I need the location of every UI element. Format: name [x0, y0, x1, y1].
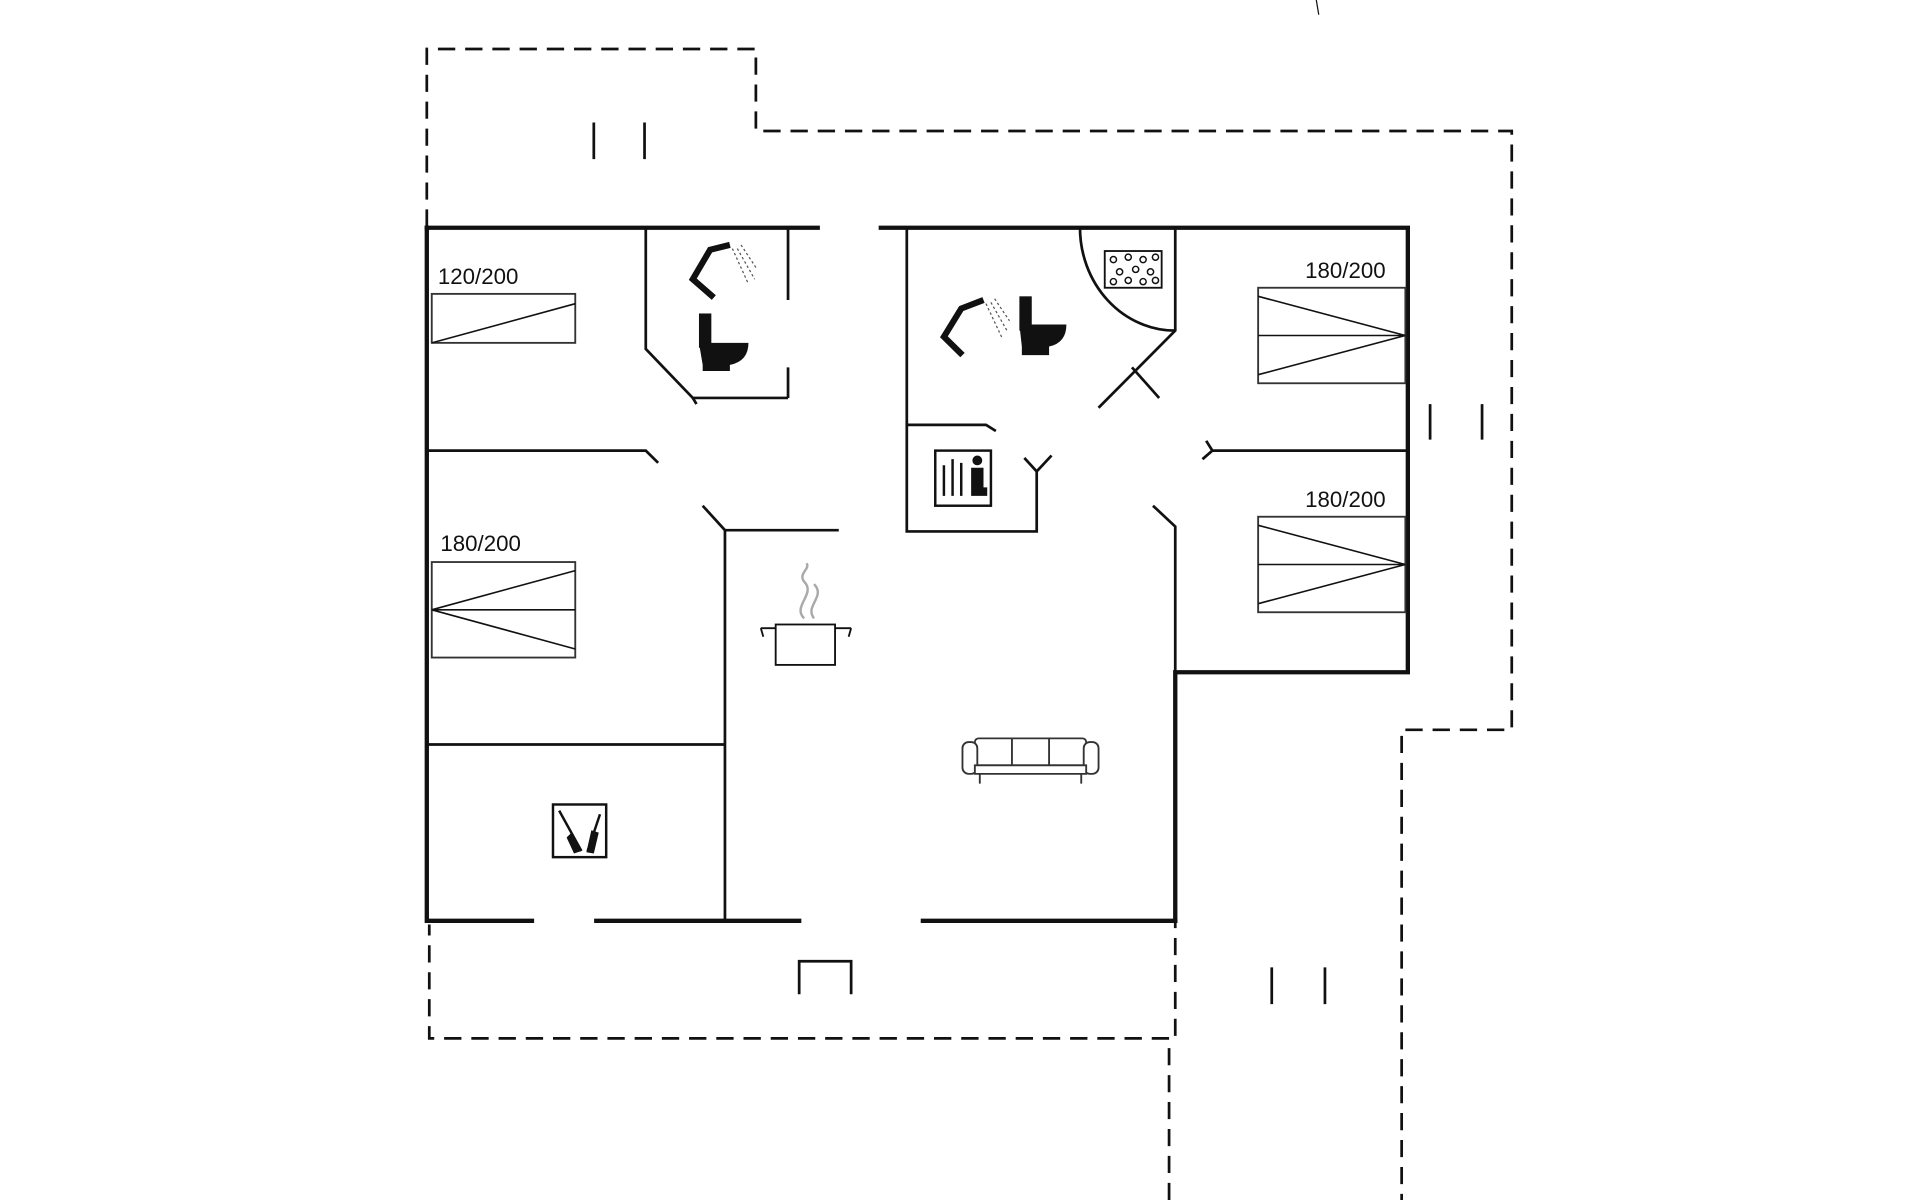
cooking-pot-icon	[759, 562, 853, 666]
shower-icon	[940, 297, 1010, 358]
bed-size-label: 180/200	[1305, 258, 1385, 283]
sauna-icon	[934, 449, 993, 507]
bed-3: 180/200	[1257, 258, 1407, 385]
toilet-icon	[698, 313, 749, 372]
interior-walls	[426, 227, 1408, 921]
outer-walls	[424, 225, 1410, 923]
bed-1: 120/200	[430, 264, 577, 344]
bed-4: 180/200	[1257, 487, 1407, 614]
bed-size-label: 120/200	[438, 264, 518, 289]
bed-2: 180/200	[430, 531, 577, 659]
terrace-outline-north-east	[425, 47, 1514, 1200]
whirlpool-icon	[1103, 250, 1163, 289]
shower-icon	[688, 241, 758, 300]
sofa-icon	[961, 737, 1100, 784]
entrance-steps	[592, 0, 1484, 1005]
bed-size-label: 180/200	[1305, 487, 1385, 512]
bed-size-label: 180/200	[440, 531, 520, 556]
washing-machine-icon	[551, 803, 608, 859]
toilet-icon	[1019, 296, 1067, 356]
